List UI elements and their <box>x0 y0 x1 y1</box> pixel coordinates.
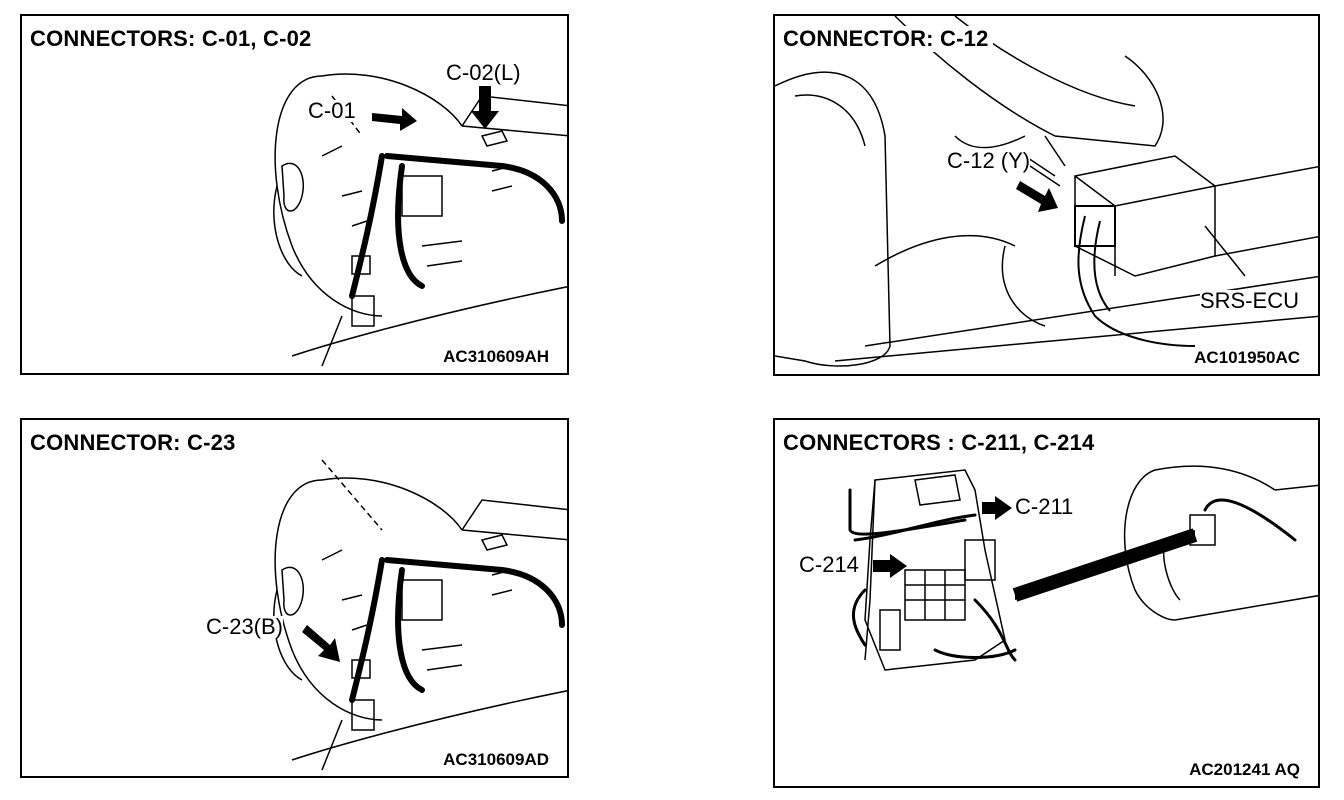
callout-c211: C-211 <box>1015 494 1074 519</box>
panel-title: CONNECTOR: C-12 <box>783 26 993 52</box>
console-ecu-illustration <box>775 16 1318 367</box>
callout-c214: C-214 <box>799 552 859 577</box>
diagram-panel-c01-c02: CONNECTORS: C-01, C-02 C-01 C-02(L) AC31… <box>20 14 569 375</box>
callout-c23: C-23(B) <box>206 614 284 639</box>
figure-code: AC201241 AQ <box>1189 760 1300 779</box>
figure-code: AC101950AC <box>1194 348 1300 367</box>
dashboard-harness-illustration <box>273 73 567 367</box>
panel-title: CONNECTORS: C-01, C-02 <box>30 26 316 52</box>
figure-code: AC310609AH <box>443 347 549 366</box>
callout-c01: C-01 <box>308 98 356 123</box>
panel-title: CONNECTOR: C-23 <box>30 430 240 456</box>
dashboard-harness-illustration <box>273 459 567 771</box>
diagram-panel-c12: CONNECTOR: C-12 C-12 (Y) SRS-ECU AC10195… <box>773 14 1320 376</box>
callout-c12: C-12 (Y) <box>947 148 1031 173</box>
diagram-panel-c23: CONNECTOR: C-23 C-23(B) AC310609AD <box>20 418 569 778</box>
callout-srs-ecu: SRS-ECU <box>1200 288 1300 313</box>
figure-code: AC310609AD <box>443 750 549 769</box>
diagram-panel-c211-c214: CONNECTORS : C-211, C-214 C-211 C-214 AC… <box>773 418 1320 788</box>
junction-block-illustration <box>848 465 1318 671</box>
panel-title: CONNECTORS : C-211, C-214 <box>783 430 1099 456</box>
callout-c02: C-02(L) <box>446 60 521 85</box>
